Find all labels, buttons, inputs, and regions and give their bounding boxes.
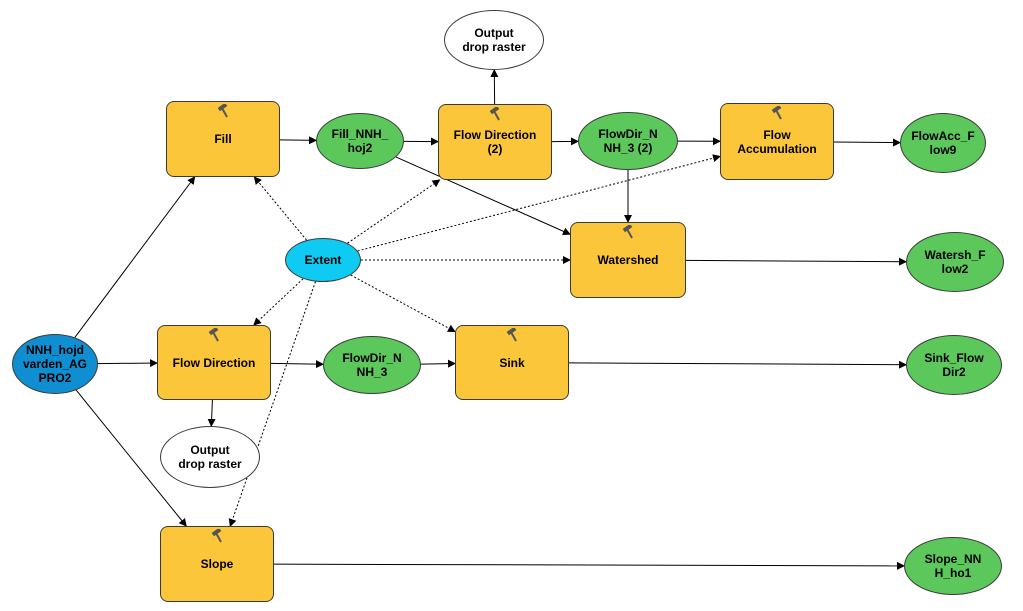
connector-extent-to-sink xyxy=(350,274,456,333)
node-flowdir-out[interactable]: FlowDir_N NH_3 xyxy=(323,336,421,394)
connector-flowdir-out-to-sink xyxy=(420,359,456,368)
connector-fill-out-to-watershed xyxy=(395,156,571,236)
node-flowdir[interactable]: Flow Direction xyxy=(157,325,271,400)
node-label: Output drop raster xyxy=(178,443,242,471)
node-label: Flow Accumulation xyxy=(737,127,817,156)
node-label: Flow Direction xyxy=(172,355,256,370)
connector-flowacc-to-flowacc-out xyxy=(833,138,902,147)
node-label: FlowDir_N NH_3 xyxy=(342,351,402,379)
node-label: Fill xyxy=(214,132,232,146)
hammer-icon xyxy=(207,326,221,342)
node-flowacc-out[interactable]: FlowAcc_F low9 xyxy=(900,113,986,173)
hammer-icon xyxy=(488,105,502,121)
hammer-icon xyxy=(770,104,784,120)
node-flowacc[interactable]: Flow Accumulation xyxy=(720,103,834,180)
node-sink[interactable]: Sink xyxy=(455,325,569,400)
node-label: Watershed xyxy=(597,253,659,267)
connector-input-to-flowdir xyxy=(97,359,158,368)
node-label: Fill_NNH_ hoj2 xyxy=(331,127,389,155)
node-label: Sink_Flow Dir2 xyxy=(924,351,984,379)
node-label: FlowAcc_F low9 xyxy=(911,129,975,157)
node-sink-out[interactable]: Sink_Flow Dir2 xyxy=(906,335,1002,395)
node-label: Extent xyxy=(304,253,342,267)
node-label: Sink xyxy=(499,355,525,370)
hammer-icon xyxy=(621,223,635,239)
connector-extent-to-fill xyxy=(253,176,307,241)
node-label: Output drop raster xyxy=(462,26,526,54)
node-label: Flow Direction (2) xyxy=(453,128,537,156)
node-slope[interactable]: Slope xyxy=(160,526,274,602)
node-watershed[interactable]: Watershed xyxy=(570,222,686,298)
connector-sink-to-sink-out xyxy=(568,360,908,369)
node-slope-out[interactable]: Slope_NN H_ho1 xyxy=(904,537,1002,595)
connector-flowdir-to-drop-bottom xyxy=(207,399,216,428)
node-label: NNH_hojd varden_AG PRO2 xyxy=(22,343,88,385)
connector-slope-to-slope-out xyxy=(273,561,906,570)
connector-extent-to-flowdir xyxy=(253,278,304,326)
node-label: Slope_NN H_ho1 xyxy=(924,552,982,580)
node-label: Slope xyxy=(200,557,234,571)
connector-extent-to-flowacc xyxy=(357,154,721,252)
connector-extent-to-slope xyxy=(228,281,316,527)
node-label: FlowDir_N NH_3 (2) xyxy=(598,127,658,155)
connector-input-to-slope xyxy=(75,389,187,527)
node-fill[interactable]: Fill xyxy=(166,101,280,177)
node-watershed-out[interactable]: Watersh_F low2 xyxy=(906,232,1004,292)
node-flowdir2[interactable]: Flow Direction (2) xyxy=(438,104,552,180)
connector-extent-to-flowdir2 xyxy=(347,179,441,244)
connector-flowdir-to-flowdir-out xyxy=(270,360,325,369)
node-label: Watersh_F low2 xyxy=(924,248,986,276)
hammer-icon xyxy=(216,102,230,118)
node-extent[interactable]: Extent xyxy=(285,238,361,282)
node-drop-bottom[interactable]: Output drop raster xyxy=(160,426,260,488)
hammer-icon xyxy=(505,326,519,342)
connector-fill-to-fill-out xyxy=(279,136,318,145)
connector-input-to-fill xyxy=(74,176,196,338)
node-input[interactable]: NNH_hojd varden_AG PRO2 xyxy=(12,334,98,394)
node-flowdir2-out[interactable]: FlowDir_N NH_3 (2) xyxy=(578,112,678,170)
connector-watershed-to-watershed-out xyxy=(685,257,908,266)
node-drop-top[interactable]: Output drop raster xyxy=(444,10,544,70)
hammer-icon xyxy=(210,527,224,543)
node-fill-out[interactable]: Fill_NNH_ hoj2 xyxy=(316,113,404,169)
